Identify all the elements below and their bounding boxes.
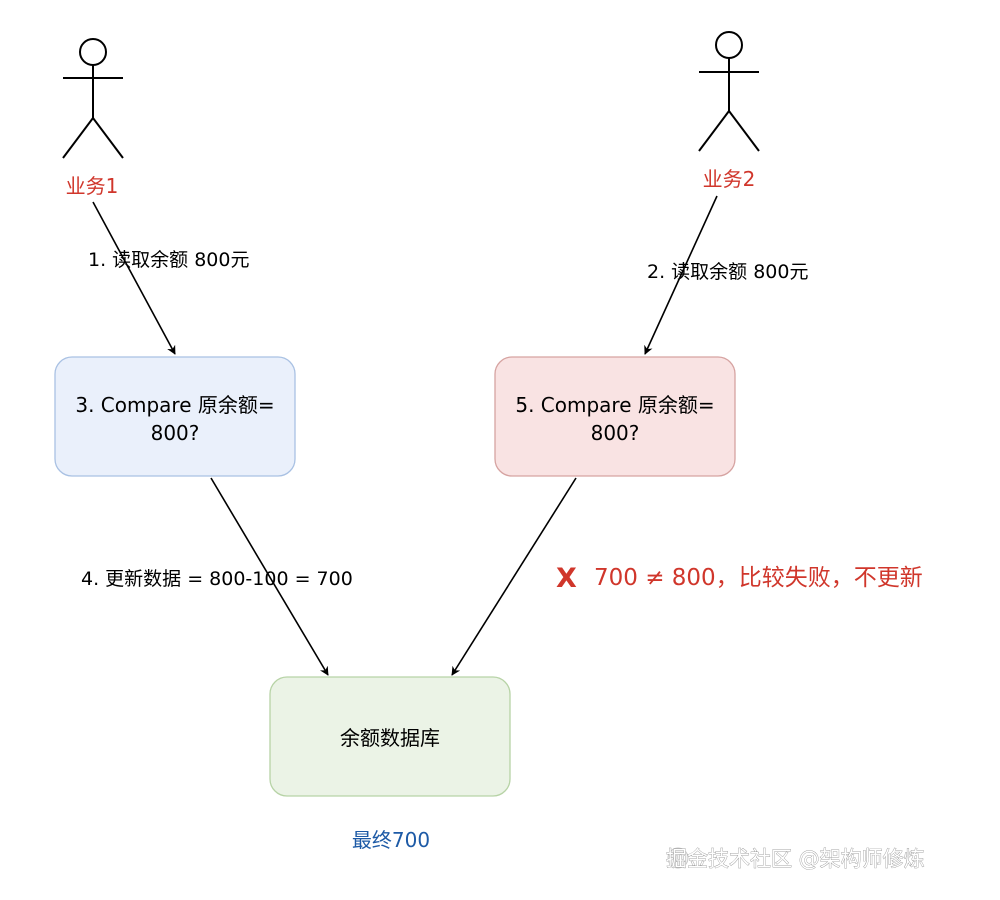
update-label: 4. 更新数据 = 800-100 = 700 [81, 568, 353, 590]
compare-box-2-line2: 800? [591, 421, 640, 445]
arrow-update [210, 477, 329, 676]
read-1-label: 1. 读取余额 800元 [88, 249, 249, 271]
compare-box-2: 5. Compare 原余额= 800? [494, 356, 736, 477]
actor-2-label: 业务2 [703, 167, 756, 191]
database-box: 余额数据库 [269, 676, 511, 797]
arrow-read-2 [644, 195, 718, 355]
watermark: 掘金技术社区 @架构师修炼 [666, 847, 925, 872]
watermark-text: 掘金技术社区 @架构师修炼 [666, 847, 925, 871]
read-2-label: 2. 读取余额 800元 [647, 261, 808, 283]
arrow-compare-fail [451, 477, 577, 676]
compare-box-1: 3. Compare 原余额= 800? [54, 356, 296, 477]
compare-box-1-line2: 800? [151, 421, 200, 445]
database-label: 余额数据库 [340, 726, 440, 750]
actor-1-figure [62, 38, 124, 159]
compare-box-2-line1: 5. Compare 原余额= [515, 393, 714, 417]
arrow-read-1 [92, 201, 176, 355]
fail-x-icon: X [556, 563, 577, 594]
compare-box-1-line1: 3. Compare 原余额= [75, 393, 274, 417]
actor-1-label: 业务1 [66, 174, 119, 198]
fail-label: 700 ≠ 800，比较失败，不更新 [594, 565, 923, 591]
actor-2-figure [698, 31, 760, 152]
watermark-logo-icon [667, 847, 689, 869]
final-result-label: 最终700 [352, 828, 430, 852]
